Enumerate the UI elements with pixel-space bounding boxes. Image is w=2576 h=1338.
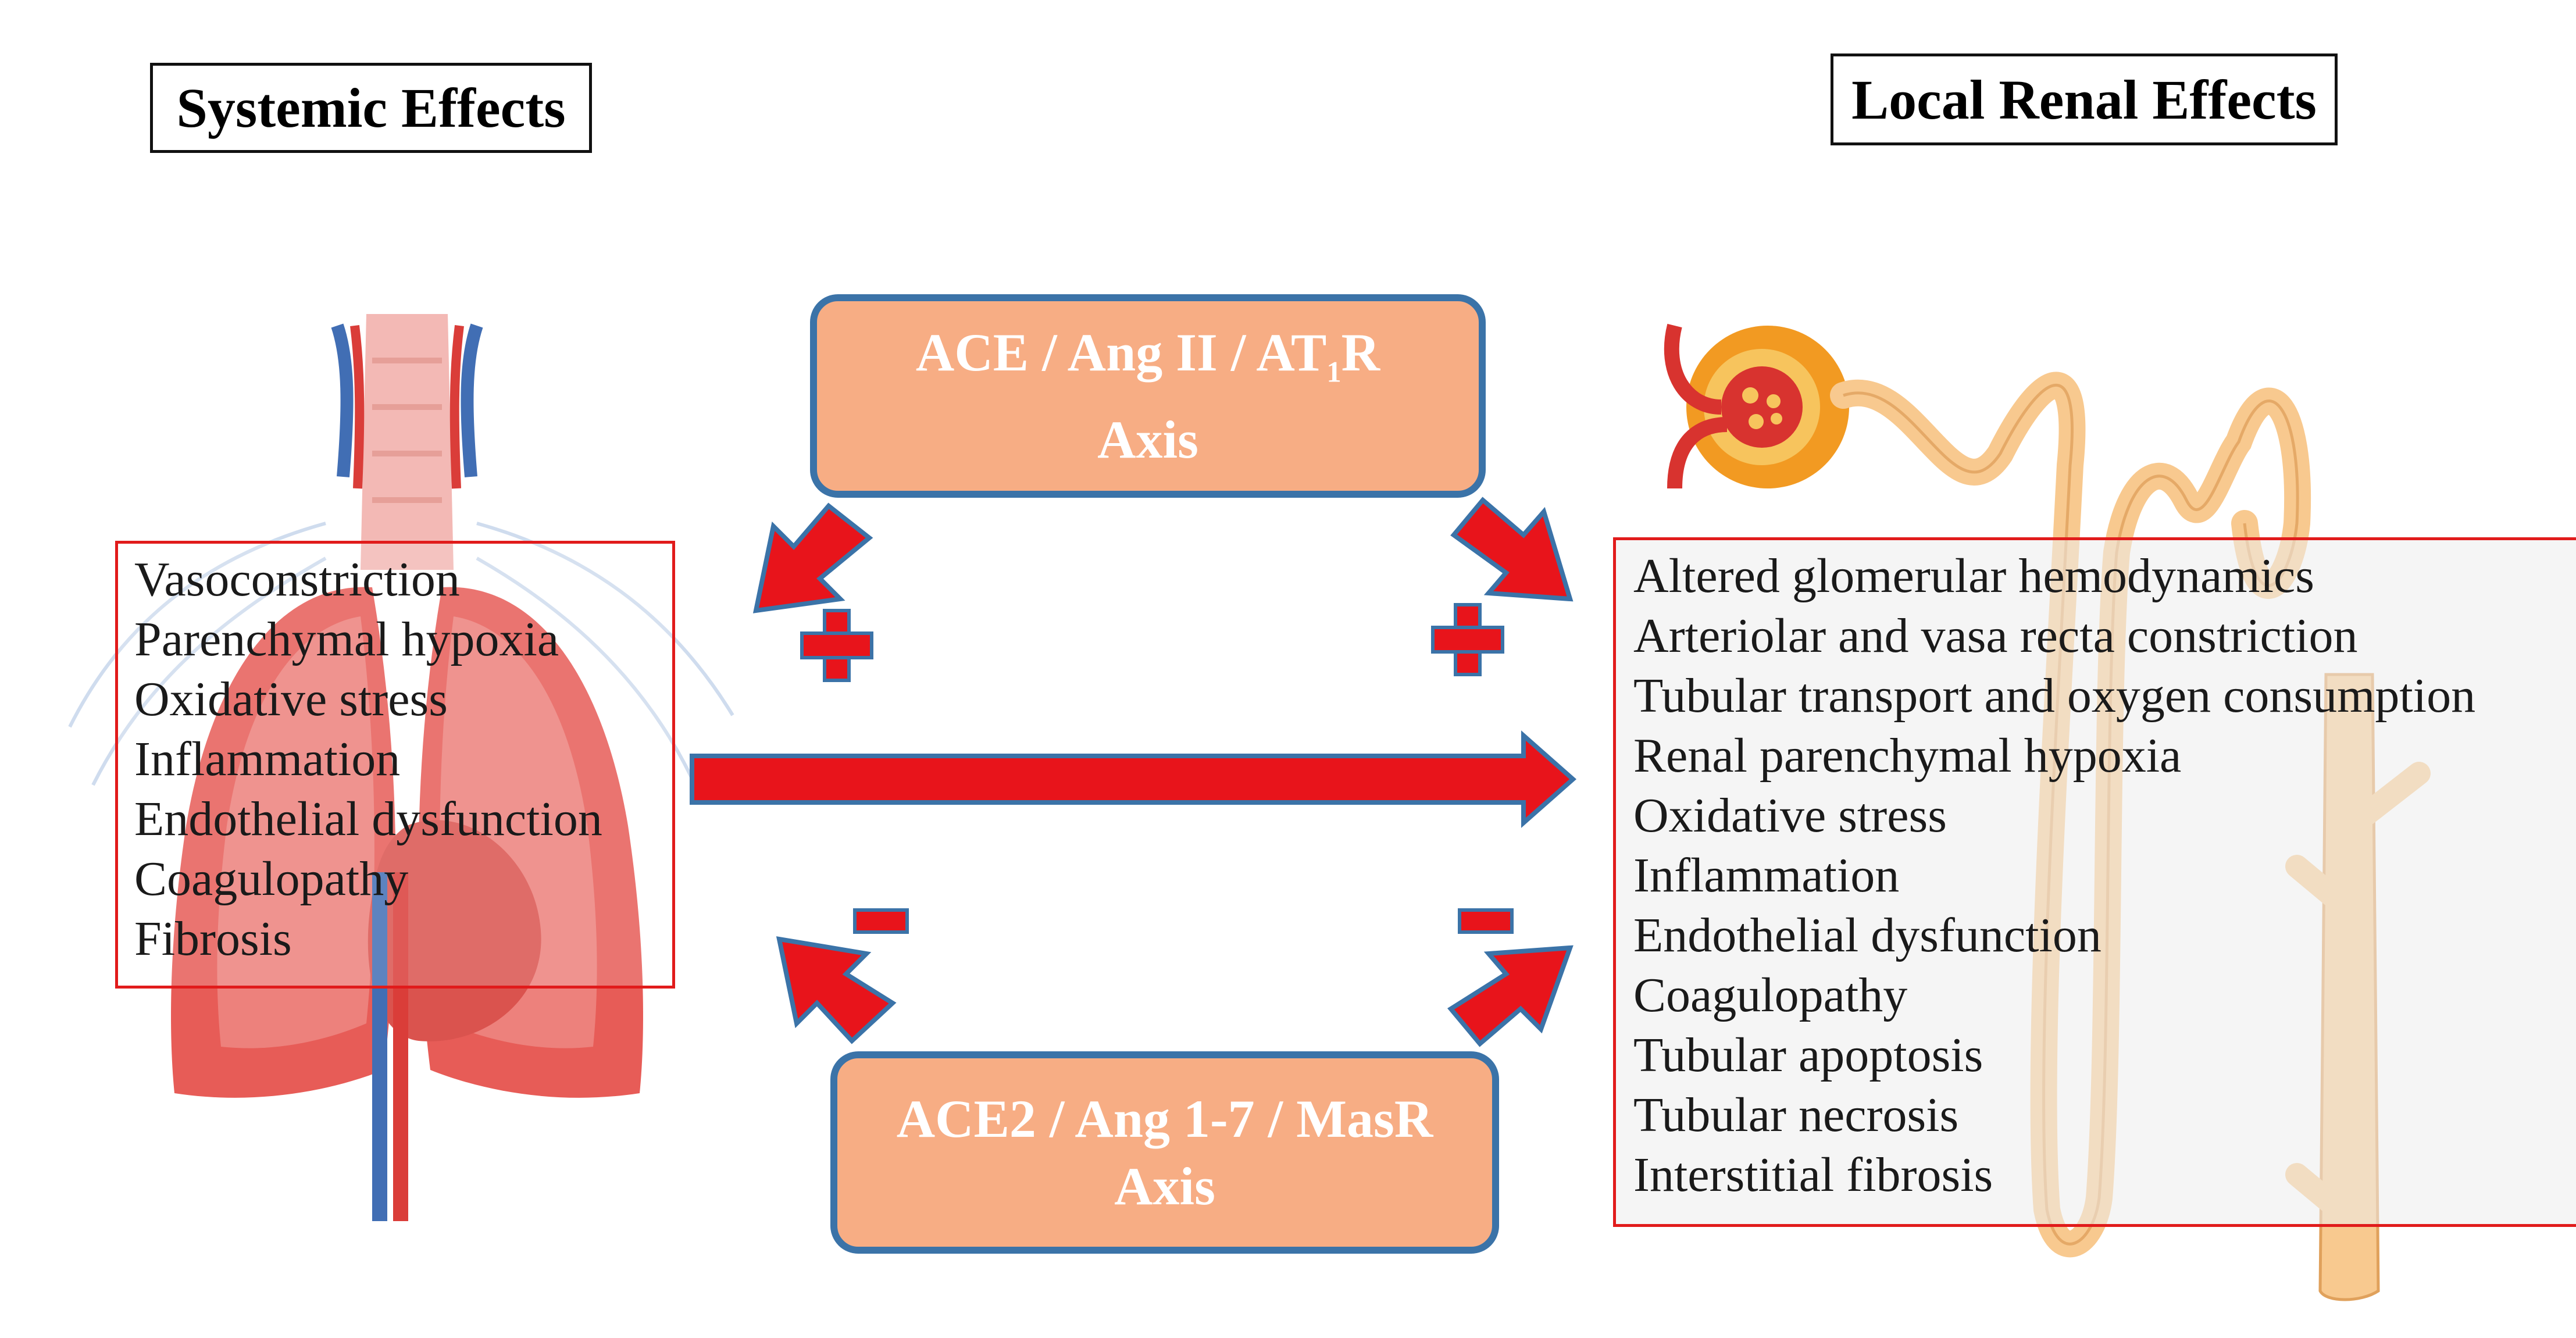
ace2-ang17-masr-axis-box: ACE2 / Ang 1-7 / MasR Axis bbox=[830, 1051, 1499, 1254]
renal-effects-title: Local Renal Effects bbox=[1831, 53, 2338, 145]
renal-effect-item: Tubular necrosis bbox=[1633, 1088, 1959, 1142]
ace2-axis-line2: Axis bbox=[1114, 1157, 1215, 1216]
ace-axis-suffix: R bbox=[1341, 323, 1380, 383]
main-right-arrow bbox=[690, 730, 1577, 828]
systemic-effect-item: Oxidative stress bbox=[134, 672, 448, 726]
renal-effect-item: Renal parenchymal hypoxia bbox=[1633, 729, 2182, 783]
minus-sign-right bbox=[1458, 908, 1514, 934]
renal-effect-item: Coagulopathy bbox=[1633, 968, 1908, 1022]
ace-to-systemic-arrow bbox=[752, 502, 873, 613]
systemic-effect-item: Vasoconstriction bbox=[134, 552, 460, 606]
renal-effect-item: Tubular transport and oxygen consumption bbox=[1633, 669, 2476, 723]
renal-effect-item: Endothelial dysfunction bbox=[1633, 908, 2102, 962]
systemic-effect-item: Inflammation bbox=[134, 732, 401, 786]
systemic-effect-item: Parenchymal hypoxia bbox=[134, 612, 559, 666]
renal-effect-item: Tubular apoptosis bbox=[1633, 1028, 1983, 1082]
ace-axis-subscript: 1 bbox=[1326, 355, 1341, 388]
ace-axis-line1: ACE / Ang II / AT1R bbox=[916, 319, 1380, 405]
systemic-effect-item: Coagulopathy bbox=[134, 852, 409, 906]
arrows-layer bbox=[690, 497, 1577, 1047]
ace2-to-systemic-arrow bbox=[776, 936, 897, 1044]
ace2-to-renal-arrow bbox=[1447, 945, 1574, 1047]
renal-effect-item: Arteriolar and vasa recta constriction bbox=[1633, 609, 2358, 663]
ace-axis-line2: Axis bbox=[1097, 409, 1198, 469]
renal-effect-item: Oxidative stress bbox=[1633, 788, 1947, 843]
plus-sign-left bbox=[800, 609, 873, 682]
minus-sign-left bbox=[853, 908, 909, 934]
plus-sign-right bbox=[1431, 603, 1504, 676]
lungs-illustration bbox=[68, 314, 734, 1221]
systemic-effects-title: Systemic Effects bbox=[150, 63, 592, 153]
renal-effect-item: Inflammation bbox=[1633, 848, 1900, 902]
ace-to-renal-arrow bbox=[1450, 497, 1574, 602]
ace2-axis-line1: ACE2 / Ang 1-7 / MasR bbox=[896, 1089, 1433, 1148]
ace-axis-label: ACE / Ang II / AT bbox=[915, 323, 1327, 383]
renal-effect-item: Altered glomerular hemodynamics bbox=[1633, 549, 2314, 603]
systemic-effect-item: Endothelial dysfunction bbox=[134, 792, 602, 846]
systemic-effect-item: Fibrosis bbox=[134, 912, 292, 966]
ace-angii-at1r-axis-box: ACE / Ang II / AT1R Axis bbox=[810, 294, 1486, 498]
renal-effect-item: Interstitial fibrosis bbox=[1633, 1148, 1993, 1202]
